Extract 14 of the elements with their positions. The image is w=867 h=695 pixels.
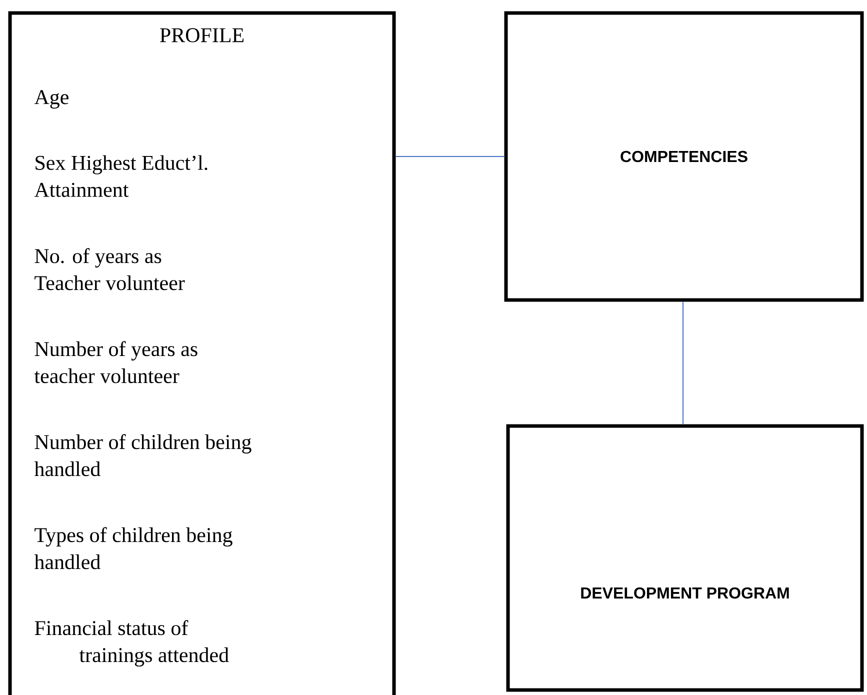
box-label: DEVELOPMENT PROGRAM <box>581 587 789 599</box>
connector-line <box>395 156 505 157</box>
concept-box <box>504 11 864 302</box>
item-text: Types of children being handled <box>34 527 232 570</box>
heading: PROFILE <box>160 28 244 42</box>
item-text: Sex Highest Educt’l. Attainment <box>34 155 208 197</box>
concept-box <box>506 424 864 692</box>
item-text: Number of years as teacher volunteer <box>34 341 198 384</box>
item-text: Age <box>34 90 68 109</box>
item-text: Financial status of trainings attended <box>34 620 229 666</box>
item-text: Number of children being handled <box>34 434 252 476</box>
profile-box <box>8 11 396 695</box>
box-label: COMPETENCIES <box>620 150 748 162</box>
item-text: No. of years as Teacher volunteer <box>34 248 185 290</box>
